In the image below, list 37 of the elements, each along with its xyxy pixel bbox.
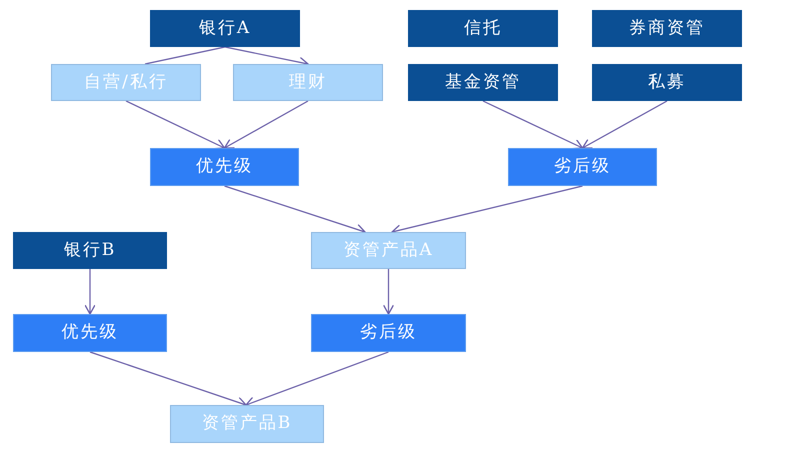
box-label: 资管产品A bbox=[343, 238, 434, 262]
box-label: 优先级 bbox=[196, 155, 253, 178]
box-label: 劣后级 bbox=[360, 321, 417, 344]
arrow bbox=[126, 100, 226, 150]
process-box bbox=[150, 10, 300, 47]
box-label: 私募 bbox=[648, 70, 686, 94]
box-label: 资管产品B bbox=[202, 412, 292, 436]
box-label: 劣后级 bbox=[554, 155, 611, 178]
box-label: 券商资管 bbox=[629, 16, 705, 40]
box-label: 基金资管 bbox=[445, 70, 521, 94]
process-box bbox=[311, 314, 466, 352]
process-box bbox=[13, 232, 167, 269]
arrow bbox=[582, 100, 668, 149]
arrow bbox=[224, 185, 366, 235]
arrow bbox=[245, 351, 389, 408]
process-box bbox=[408, 10, 558, 47]
arrow bbox=[84, 269, 96, 315]
process-box bbox=[592, 10, 742, 47]
arrow bbox=[224, 100, 308, 149]
process-box bbox=[13, 314, 167, 352]
process-box bbox=[150, 148, 299, 186]
process-box bbox=[408, 64, 558, 101]
box-label: 银行B bbox=[64, 238, 116, 262]
arrow bbox=[482, 100, 584, 150]
arrow bbox=[90, 351, 247, 408]
arrow bbox=[382, 269, 394, 315]
process-box bbox=[233, 64, 383, 101]
process-box bbox=[51, 64, 201, 101]
box-label: 自营/私行 bbox=[84, 70, 168, 94]
box-label: 银行A bbox=[198, 16, 252, 40]
box-label: 信托 bbox=[464, 16, 502, 40]
process-box bbox=[508, 148, 657, 186]
process-box bbox=[170, 405, 324, 443]
box-label: 理财 bbox=[289, 70, 327, 94]
process-box bbox=[592, 64, 742, 101]
process-box bbox=[311, 232, 466, 269]
box-label: 优先级 bbox=[62, 321, 118, 344]
